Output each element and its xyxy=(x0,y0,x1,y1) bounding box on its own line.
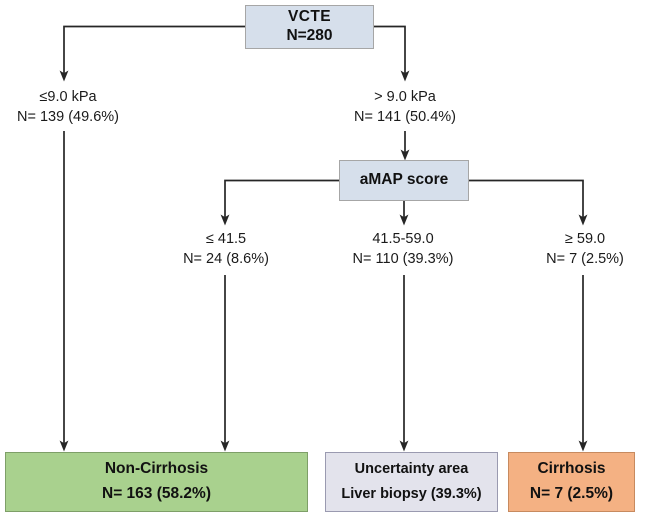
edge-amap-to-low xyxy=(220,179,339,226)
node-cirrhosis-count: N= 7 (2.5%) xyxy=(529,485,614,503)
edge-label-amap-low-threshold: ≤ 41.5 xyxy=(205,231,247,247)
node-amap-score: aMAP score xyxy=(339,160,469,201)
edge-label-vcte-high-kpa: > 9.0 kPa N= 141 (50.4%) xyxy=(334,88,476,127)
edge-label-vcte-low-kpa-threshold: ≤9.0 kPa xyxy=(39,89,97,105)
edge-label-vcte-high-kpa-count: N= 141 (50.4%) xyxy=(354,108,456,125)
node-vcte-title: VCTE xyxy=(288,8,331,26)
edge-label-amap-high: ≥ 59.0 N= 7 (2.5%) xyxy=(524,230,646,269)
node-uncertainty-area: Uncertainty area Liver biopsy (39.3%) xyxy=(325,452,498,512)
edge-label-amap-mid: 41.5-59.0 N= 110 (39.3%) xyxy=(330,230,476,269)
node-non-cirrhosis: Non-Cirrhosis N= 163 (58.2%) xyxy=(5,452,308,512)
node-uncertainty-detail: Liver biopsy (39.3%) xyxy=(341,485,482,502)
edge-label-amap-high-count: N= 7 (2.5%) xyxy=(546,250,624,267)
node-cirrhosis: Cirrhosis N= 7 (2.5%) xyxy=(508,452,635,512)
node-uncertainty-title: Uncertainty area xyxy=(354,460,469,477)
edge-label-amap-low-count: N= 24 (8.6%) xyxy=(183,250,269,267)
edge-label-amap-mid-threshold: 41.5-59.0 xyxy=(372,231,434,247)
node-vcte: VCTE N=280 xyxy=(245,5,374,49)
edge-vcte-to-high-kpa xyxy=(374,25,410,82)
node-vcte-count: N=280 xyxy=(286,27,333,44)
edge-vcte-to-low-kpa xyxy=(59,25,245,82)
node-amap-title: aMAP score xyxy=(359,171,449,189)
edge-label-amap-mid-count: N= 110 (39.3%) xyxy=(352,250,454,267)
node-cirrhosis-title: Cirrhosis xyxy=(537,459,606,477)
node-non-cirrhosis-title: Non-Cirrhosis xyxy=(104,459,209,477)
edge-label-vcte-low-kpa-count: N= 139 (49.6%) xyxy=(17,108,119,125)
edge-label-amap-high-threshold: ≥ 59.0 xyxy=(564,231,606,247)
edge-amap-to-high xyxy=(469,179,588,226)
edge-label-vcte-high-kpa-threshold: > 9.0 kPa xyxy=(374,89,436,105)
edge-label-amap-low: ≤ 41.5 N= 24 (8.6%) xyxy=(163,230,289,269)
edge-label-vcte-low-kpa: ≤9.0 kPa N= 139 (49.6%) xyxy=(0,88,136,127)
node-non-cirrhosis-count: N= 163 (58.2%) xyxy=(102,485,211,503)
